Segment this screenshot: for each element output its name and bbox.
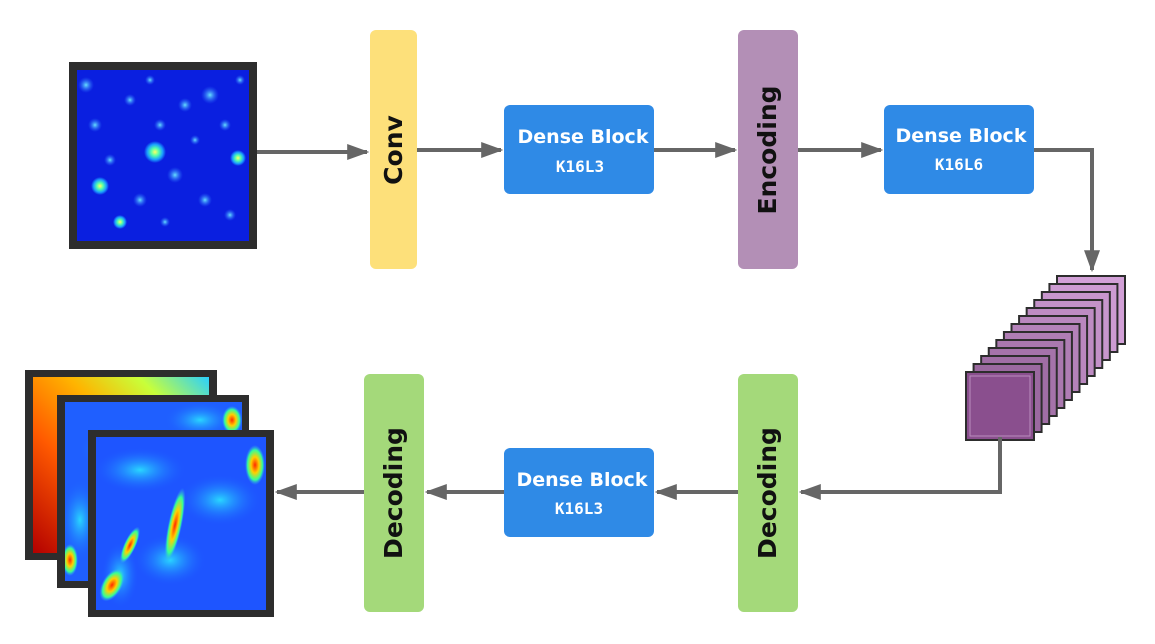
dense-block-1-title: Dense Block [518, 126, 649, 148]
output-map-3-image [88, 430, 274, 617]
arrows [257, 142, 1100, 500]
decoding-1-label: Decoding [753, 427, 782, 559]
dense-block-1-sub: K16L3 [556, 157, 604, 176]
decoding-block-1: Decoding [738, 374, 798, 612]
arrow-dense2-to-stack [1034, 148, 1100, 273]
dense-block-1: Dense Block K16L3 [504, 105, 654, 194]
dense-block-2-title: Dense Block [896, 125, 1027, 147]
dense-block-3: Dense Block K16L3 [504, 448, 654, 537]
dense-block-2-sub: K16L6 [935, 155, 983, 174]
arrow-stack-to-decoding1 [798, 437, 1002, 500]
encoding-label: Encoding [753, 85, 782, 214]
feature-map-front-inner [969, 375, 1031, 437]
encoding-block: Encoding [738, 30, 798, 269]
feature-maps-stack [965, 275, 1126, 441]
feature-map-layer [965, 371, 1035, 441]
decoding-2-label: Decoding [379, 427, 408, 559]
dense-block-3-title: Dense Block [517, 469, 648, 491]
conv-block: Conv [370, 30, 417, 269]
conv-label: Conv [379, 115, 408, 185]
input-permeability-field-image [69, 62, 257, 249]
dense-block-2: Dense Block K16L6 [884, 105, 1034, 194]
dense-block-3-sub: K16L3 [555, 499, 603, 518]
decoding-block-2: Decoding [364, 374, 424, 612]
